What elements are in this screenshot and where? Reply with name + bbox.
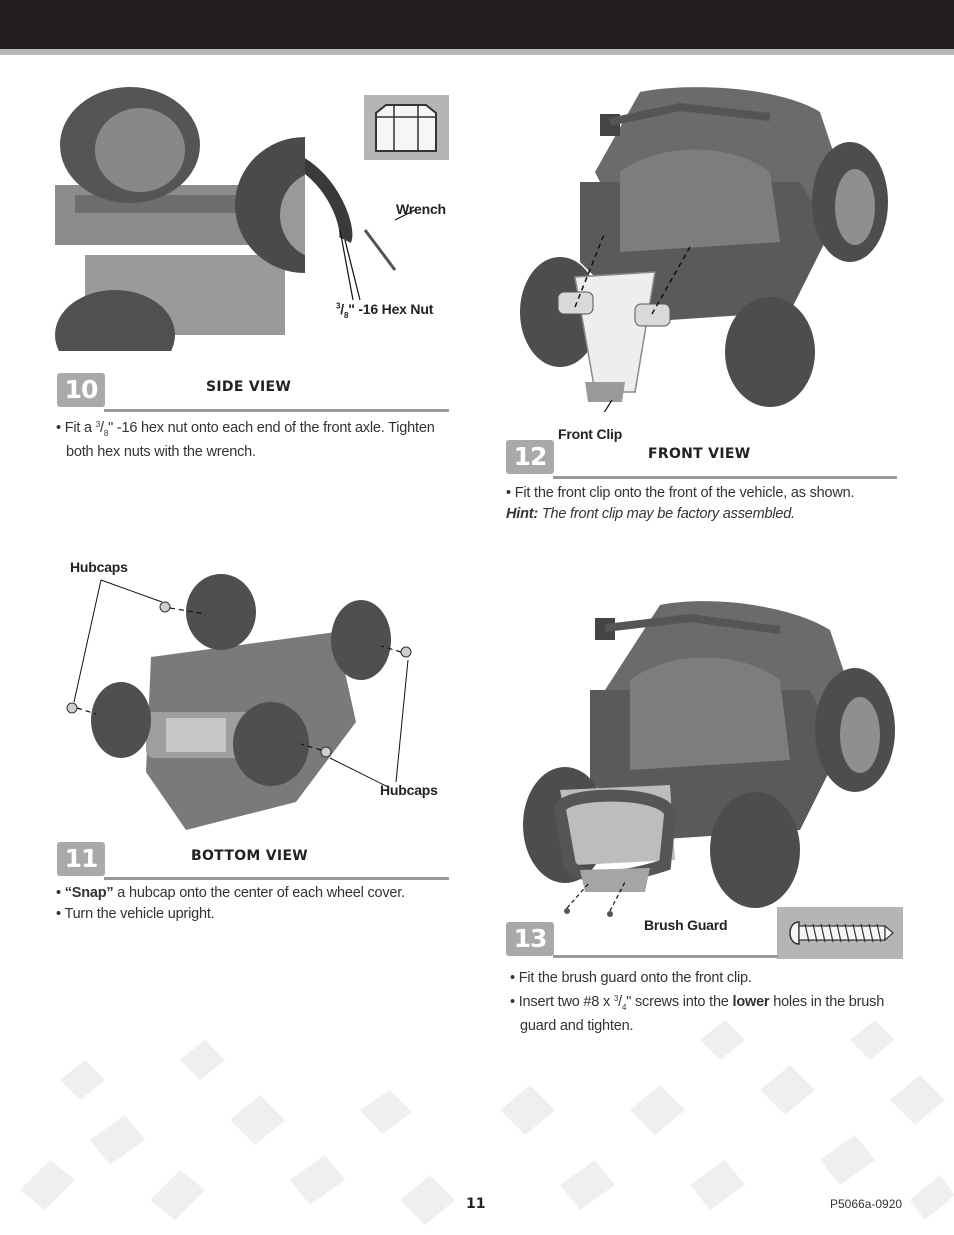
bottom-view-illustration bbox=[66, 574, 412, 830]
step-number-badge: 11 bbox=[57, 842, 105, 876]
bullet-item: • Insert two #8 x 3/4" screws into the l… bbox=[510, 994, 885, 1034]
bullet-item: • Fit the front clip onto the front of t… bbox=[506, 485, 855, 501]
tire-track-background bbox=[20, 1020, 954, 1225]
bullet-item: • “Snap” a hubcap onto the center of eac… bbox=[56, 885, 405, 901]
view-title: SIDE VIEW bbox=[206, 379, 292, 395]
step-number-badge: 13 bbox=[506, 922, 554, 956]
wrench-label: Wrench bbox=[396, 201, 446, 217]
front-clip-label: Front Clip bbox=[558, 426, 623, 442]
step-number-badge: 10 bbox=[57, 373, 105, 407]
step-rule bbox=[553, 476, 897, 479]
step-instructions: • Fit a 3/8" -16 hex nut onto each end o… bbox=[56, 416, 451, 464]
bullet-item: • Turn the vehicle upright. bbox=[56, 906, 215, 922]
brush-guard-label: Brush Guard bbox=[644, 917, 728, 933]
front-view-illustration bbox=[520, 87, 888, 412]
step-instructions: • Fit the front clip onto the front of t… bbox=[506, 484, 926, 526]
view-title: BOTTOM VIEW bbox=[191, 848, 309, 864]
side-view-illustration bbox=[55, 85, 305, 351]
page-number: 11 bbox=[466, 1196, 486, 1212]
brush-guard-illustration bbox=[523, 601, 895, 917]
step-instructions: • Fit the brush guard onto the front cli… bbox=[510, 969, 910, 1038]
header-bar bbox=[0, 0, 954, 49]
bullet-item: • Fit the brush guard onto the front cli… bbox=[510, 970, 752, 986]
hex-nut-callout-lines bbox=[305, 158, 415, 301]
step-rule bbox=[104, 409, 449, 412]
bullet-item: • Fit a 3/8" -16 hex nut onto each end o… bbox=[56, 420, 435, 460]
hubcaps-label-bottom: Hubcaps bbox=[380, 782, 438, 798]
step-rule bbox=[553, 955, 778, 958]
step-rule bbox=[104, 877, 449, 880]
view-title: FRONT VIEW bbox=[648, 446, 751, 462]
hex-nut-label: 3/8" -16 Hex Nut bbox=[336, 301, 434, 320]
header-rule bbox=[0, 49, 954, 55]
step-number-badge: 12 bbox=[506, 440, 554, 474]
step-instructions: • “Snap” a hubcap onto the center of eac… bbox=[56, 884, 451, 926]
document-code: P5066a-0920 bbox=[830, 1197, 903, 1211]
hubcaps-label-top: Hubcaps bbox=[70, 559, 128, 575]
screw-icon bbox=[777, 907, 903, 959]
hint-line: Hint: The front clip may be factory asse… bbox=[506, 506, 795, 522]
hex-nut-icon bbox=[364, 95, 449, 160]
